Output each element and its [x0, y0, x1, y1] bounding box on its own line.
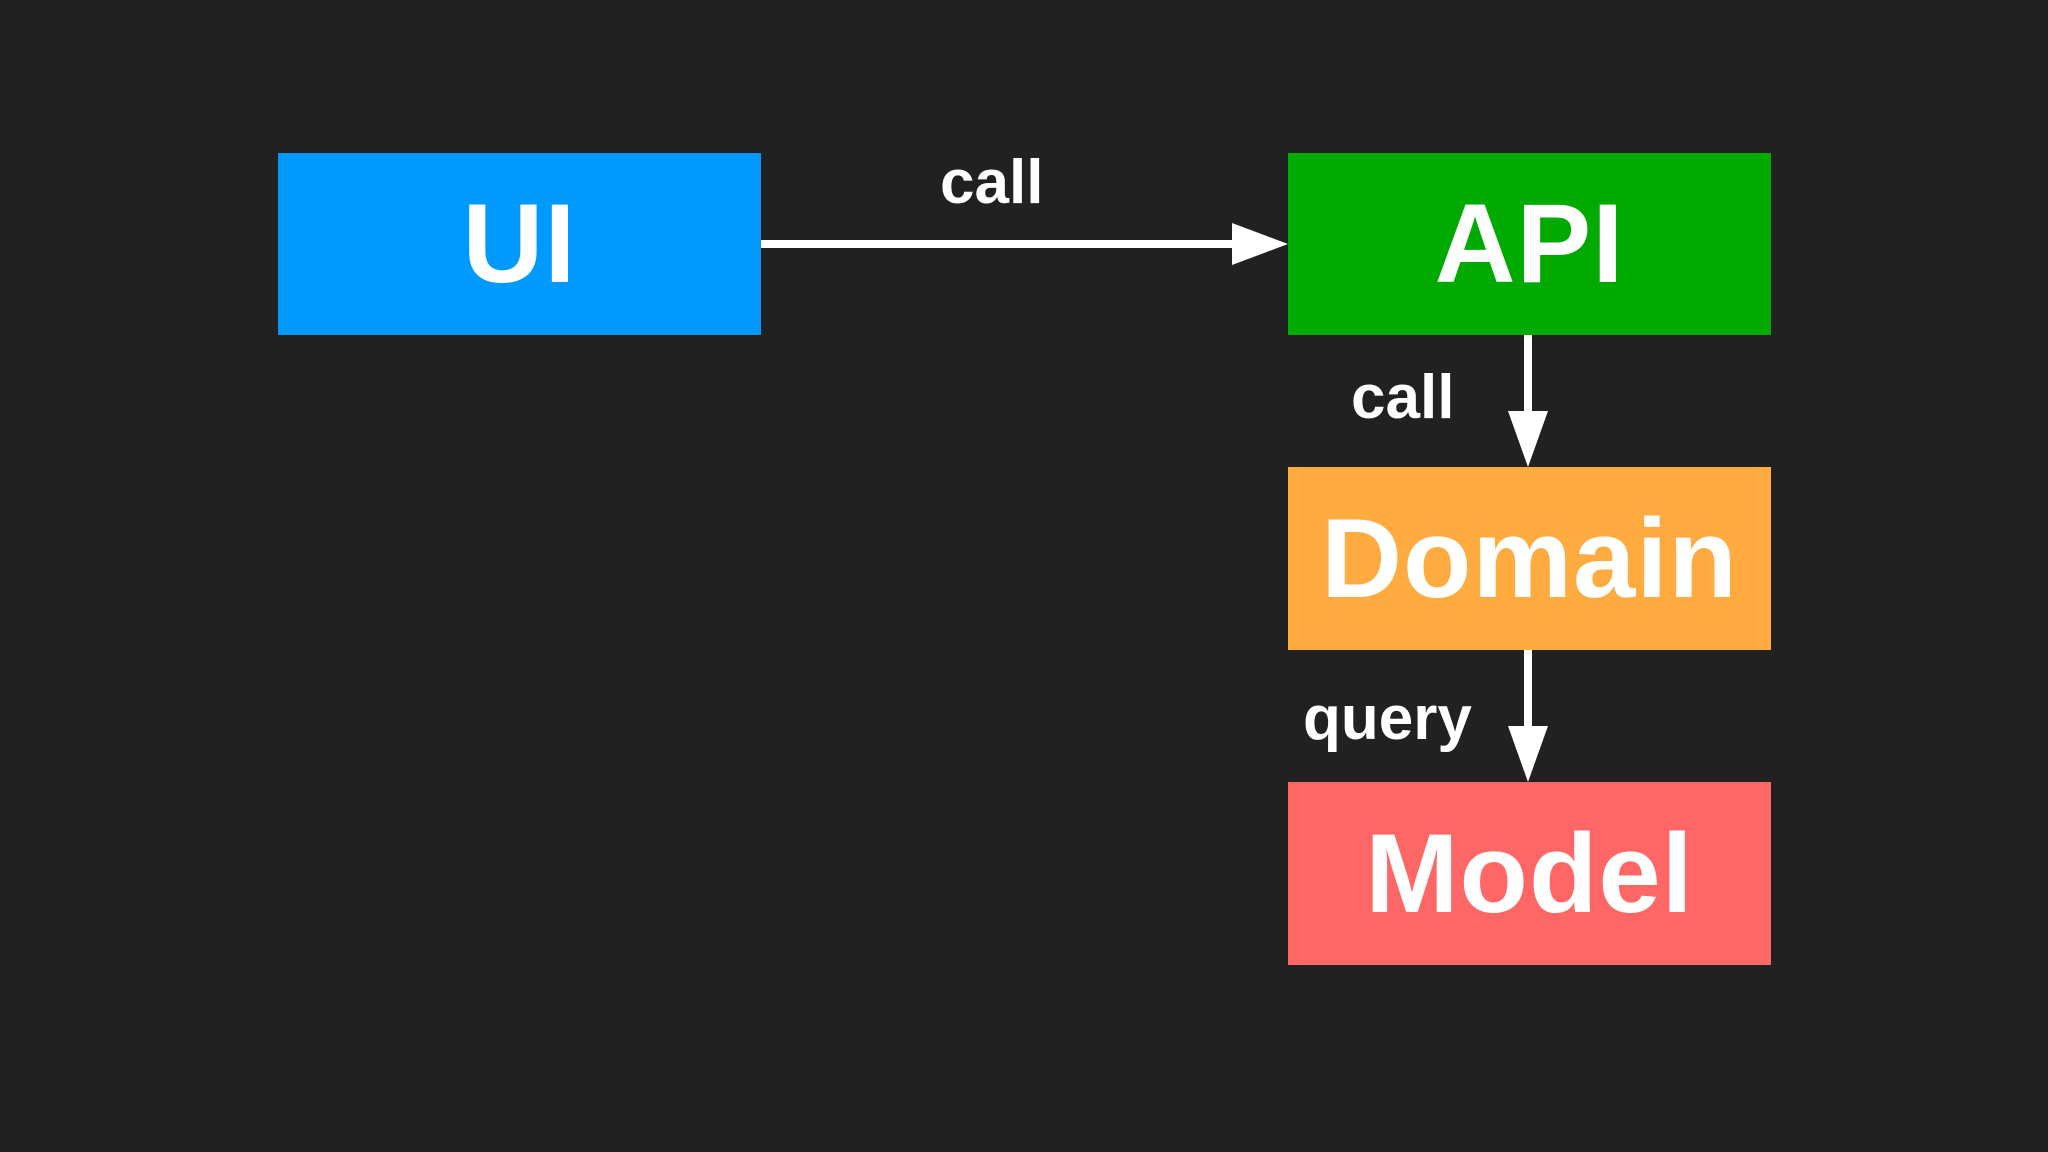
arrow-api-to-domain-head [1508, 411, 1548, 467]
edge-label-ui-api: call [940, 148, 1044, 217]
node-api-label: API [1434, 181, 1625, 306]
edge-label-domain-model: query [1303, 684, 1472, 753]
node-ui-label: UI [462, 181, 577, 306]
node-model-label: Model [1365, 810, 1694, 936]
node-model: Model [1288, 782, 1771, 965]
arrow-domain-to-model-head [1508, 726, 1548, 782]
node-ui: UI [278, 153, 761, 335]
node-domain-label: Domain [1321, 495, 1738, 621]
edge-label-api-domain: call [1351, 363, 1455, 432]
node-api: API [1288, 153, 1771, 335]
arrow-ui-to-api-head [1232, 223, 1288, 265]
node-domain: Domain [1288, 467, 1771, 650]
